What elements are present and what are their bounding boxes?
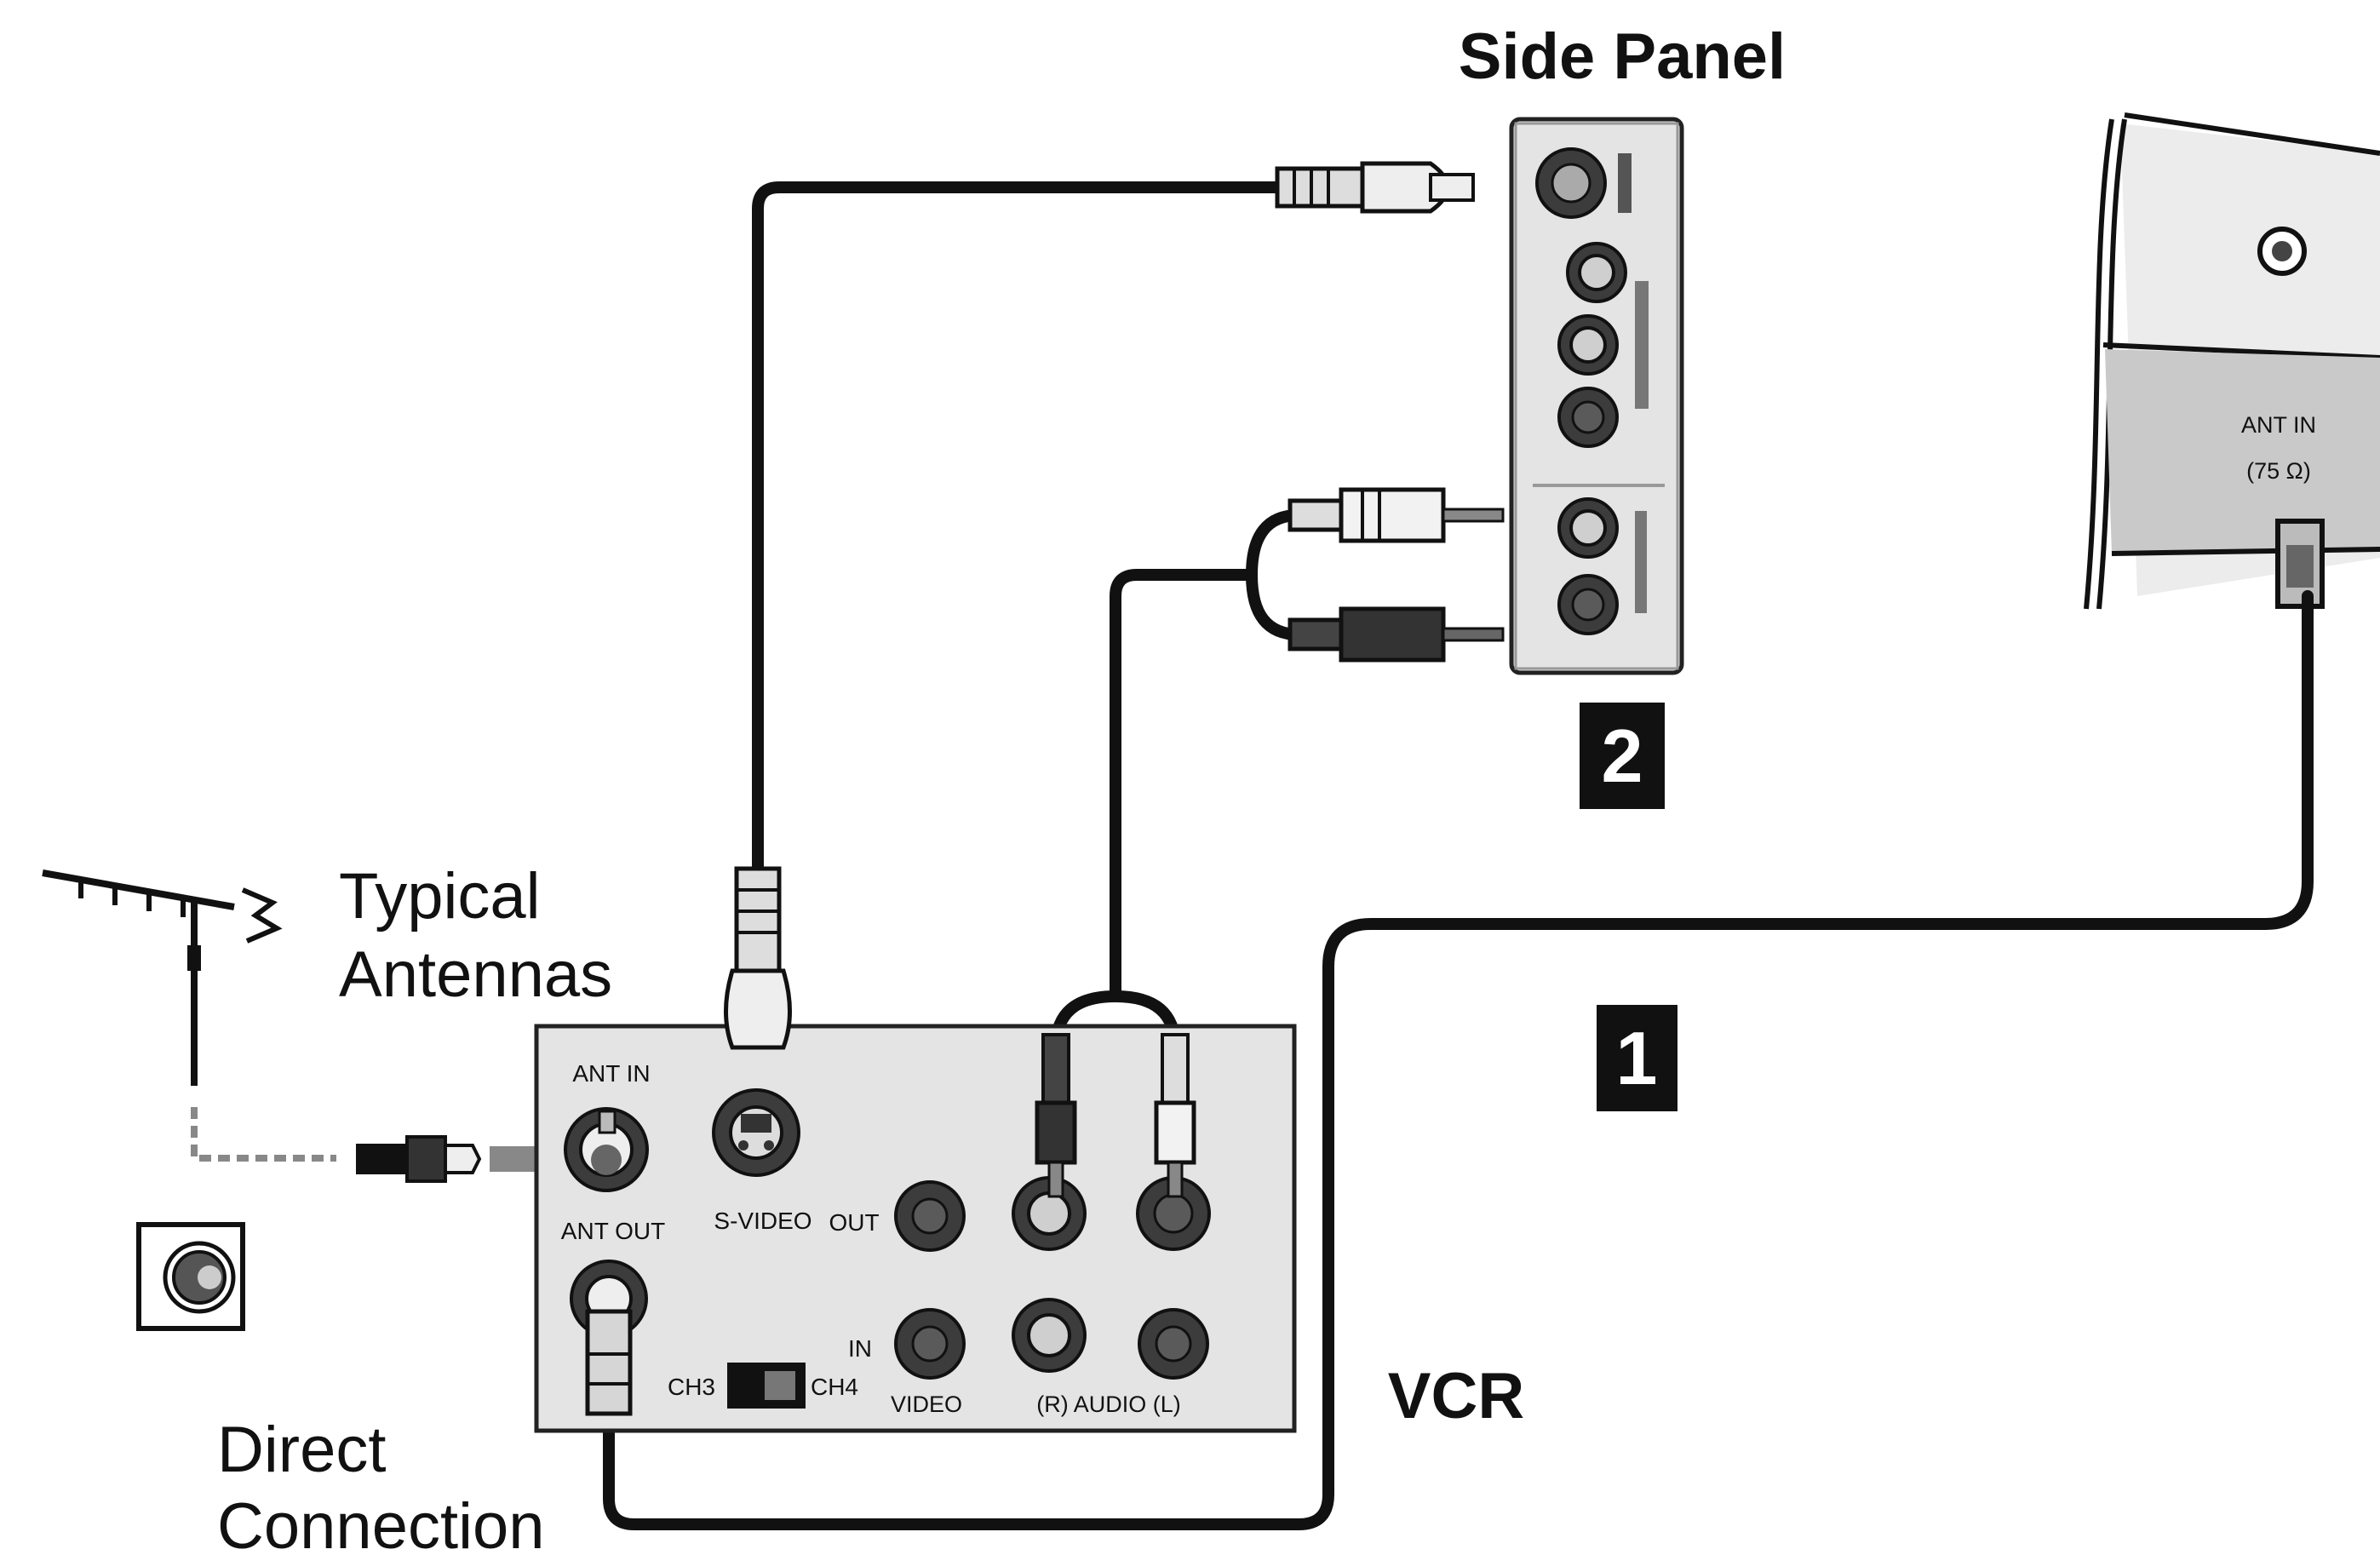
tv-rear-panel: ANT IN (75 Ω)	[2084, 112, 2380, 610]
antenna-label-line1: Typical	[339, 860, 541, 932]
vcr-ch-switch[interactable]	[727, 1363, 806, 1409]
audio-cable-vcr-split	[1050, 990, 1181, 1053]
vcr-ant-in-label: ANT IN	[572, 1060, 650, 1087]
vcr-out-label: OUT	[829, 1209, 879, 1236]
vcr-title: VCR	[1388, 1360, 1524, 1432]
step-1-badge: 1	[1597, 1005, 1677, 1111]
side-panel	[1509, 117, 1684, 675]
step-2-label: 2	[1602, 714, 1643, 798]
rca-plug-white-vcr	[1154, 1033, 1196, 1198]
rf-plug-ant-out	[585, 1309, 633, 1416]
side-panel-title: Side Panel	[1459, 20, 1786, 93]
s-video-plug-side	[1275, 161, 1475, 214]
step-2-badge: 2	[1580, 703, 1665, 809]
s-video-plug-vcr	[724, 866, 792, 1050]
audio-cable-trunk	[1110, 569, 1258, 1002]
vcr-ch4-label: CH4	[811, 1374, 858, 1400]
direct-dashed-line	[191, 1107, 336, 1162]
rca-plug-red-vcr	[1035, 1033, 1077, 1198]
antenna-icon	[42, 869, 283, 1086]
tv-ant-in-label: ANT IN	[2241, 412, 2316, 438]
vcr-ant-out-label: ANT OUT	[561, 1218, 665, 1244]
direct-label-line1: Direct	[217, 1414, 386, 1486]
wall-outlet-icon	[136, 1222, 245, 1331]
s-video-cable	[752, 181, 1292, 883]
rca-plug-white-side	[1287, 487, 1505, 543]
rca-plug-red-side	[1287, 606, 1505, 663]
direct-label-line2: Connection	[217, 1490, 545, 1555]
vcr-audio-label: (R) AUDIO (L)	[1036, 1391, 1181, 1417]
vcr-video-label: VIDEO	[891, 1391, 962, 1417]
antenna-label-line2: Antennas	[339, 938, 612, 1011]
tv-ant-in-sublabel: (75 Ω)	[2246, 458, 2311, 484]
vcr-in-label: IN	[848, 1335, 872, 1362]
vcr-ch3-label: CH3	[668, 1374, 715, 1400]
step-1-label: 1	[1616, 1016, 1658, 1100]
rf-cable	[603, 590, 2314, 1530]
vcr-s-video-label: S-VIDEO	[714, 1208, 811, 1234]
